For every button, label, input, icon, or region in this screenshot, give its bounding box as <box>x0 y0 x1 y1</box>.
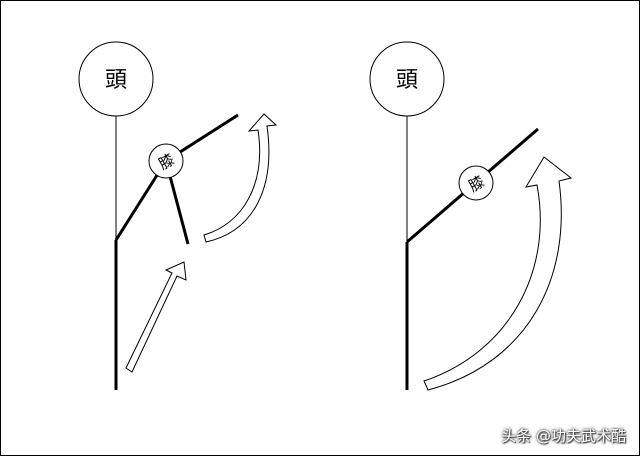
left-straight-arrow <box>125 261 187 373</box>
source-watermark: 头条 @功夫武术酷 <box>501 427 626 445</box>
right-head-circle <box>369 41 445 117</box>
right-head-label: 頭 <box>396 68 418 93</box>
left-head-circle <box>78 41 154 117</box>
right-figure: 頭 膝 <box>369 41 573 391</box>
left-head-label: 頭 <box>105 68 127 93</box>
right-curved-arrow <box>423 156 573 391</box>
left-figure: 頭 膝 <box>78 41 278 390</box>
right-knee-circle <box>458 165 494 201</box>
left-knee-circle <box>148 143 184 179</box>
left-curved-arrow <box>203 113 278 243</box>
